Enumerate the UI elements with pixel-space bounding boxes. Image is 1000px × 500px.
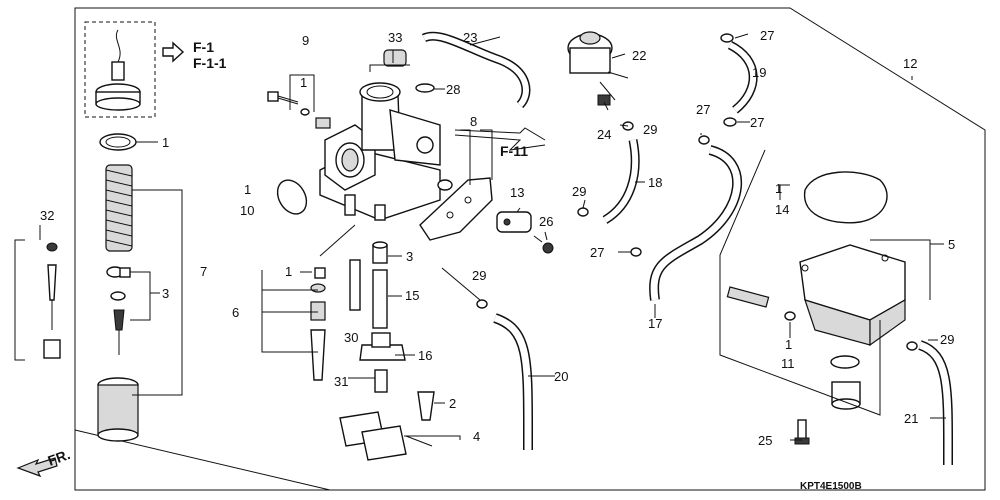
jet-needle-part xyxy=(43,242,61,359)
callout-16[interactable]: 16 xyxy=(418,348,432,363)
callout-10[interactable]: 10 xyxy=(240,203,254,218)
reference-box xyxy=(84,21,156,118)
front-label: FR. xyxy=(46,446,73,469)
callout-8[interactable]: 8 xyxy=(470,114,477,129)
callout-3[interactable]: 3 xyxy=(406,249,413,264)
callout-25[interactable]: 25 xyxy=(758,433,772,448)
leader-lines xyxy=(39,33,946,441)
hose-20-part xyxy=(493,313,534,451)
callout-11[interactable]: 11 xyxy=(781,356,795,371)
carburetor-body-part xyxy=(319,82,453,221)
connector-line xyxy=(454,134,546,151)
callout-1[interactable]: 1 xyxy=(775,181,782,196)
callout-20[interactable]: 20 xyxy=(554,369,568,384)
callout-1[interactable]: 1 xyxy=(244,182,251,197)
needle-jet-15-part xyxy=(349,259,388,329)
cap-ring-part xyxy=(99,133,137,151)
float-valve-16-part xyxy=(359,332,406,393)
hose-21-part xyxy=(918,340,954,466)
bolt-24-part xyxy=(597,94,611,106)
bracket-32 xyxy=(14,239,25,361)
callout-18[interactable]: 18 xyxy=(648,175,662,190)
cutoff-valve-22-part xyxy=(567,31,629,101)
hose-23-part xyxy=(421,31,531,109)
callout-13[interactable]: 13 xyxy=(510,185,524,200)
float-chamber-5-part xyxy=(799,244,906,347)
bracket-8-part xyxy=(419,177,493,241)
reference-arrow-icon xyxy=(162,41,185,63)
needle-clip-part xyxy=(106,266,131,355)
callout-7[interactable]: 7 xyxy=(200,264,207,279)
callout-3[interactable]: 3 xyxy=(162,286,169,301)
float-4-part xyxy=(339,411,433,461)
clip-28-part xyxy=(415,83,435,93)
callout-22[interactable]: 22 xyxy=(632,48,646,63)
callout-21[interactable]: 21 xyxy=(904,411,918,426)
drain-plug-part xyxy=(830,355,861,410)
callout-24[interactable]: 24 xyxy=(597,127,611,142)
diagram-code: KPT4E1500B xyxy=(800,481,862,492)
throttle-valve-part xyxy=(97,377,139,442)
callout-28[interactable]: 28 xyxy=(446,82,460,97)
callout-26[interactable]: 26 xyxy=(539,214,553,229)
jet-3-part xyxy=(372,241,388,264)
callout-27[interactable]: 27 xyxy=(760,28,774,43)
callout-17[interactable]: 17 xyxy=(648,316,662,331)
callout-15[interactable]: 15 xyxy=(405,288,419,303)
callout-5[interactable]: 5 xyxy=(948,237,955,252)
screw-11-part xyxy=(726,286,796,321)
callout-23[interactable]: 23 xyxy=(463,30,477,45)
gasket-14-part xyxy=(804,171,888,224)
callout-1[interactable]: 1 xyxy=(785,337,792,352)
fuel-cap-part xyxy=(95,29,141,111)
callout-6[interactable]: 6 xyxy=(232,305,239,320)
callout-1[interactable]: 1 xyxy=(300,75,307,90)
connector-line xyxy=(454,127,546,141)
callout-33[interactable]: 33 xyxy=(388,30,402,45)
callout-29[interactable]: 29 xyxy=(940,332,954,347)
jet-set-part xyxy=(310,267,326,381)
callout-12[interactable]: 12 xyxy=(903,56,917,71)
callout-9[interactable]: 9 xyxy=(302,33,309,48)
callout-1[interactable]: 1 xyxy=(285,264,292,279)
callout-31[interactable]: 31 xyxy=(334,374,348,389)
o-ring-10-part xyxy=(276,179,308,215)
callout-27[interactable]: 27 xyxy=(750,115,764,130)
ref-f1[interactable]: F-1 xyxy=(193,39,214,55)
screw-9-part xyxy=(267,91,331,129)
ref-f1-1[interactable]: F-1-1 xyxy=(193,55,227,71)
spring-part xyxy=(105,164,133,252)
callout-1[interactable]: 1 xyxy=(162,135,169,150)
callout-4[interactable]: 4 xyxy=(473,429,480,444)
ref-f11[interactable]: F-11 xyxy=(500,143,528,159)
callout-2[interactable]: 2 xyxy=(449,396,456,411)
callout-27[interactable]: 27 xyxy=(696,102,710,117)
bolt-26-part xyxy=(533,235,554,254)
callout-14[interactable]: 14 xyxy=(775,202,789,217)
clips-part xyxy=(476,33,918,351)
callout-30[interactable]: 30 xyxy=(344,330,358,345)
hose-18-part xyxy=(602,139,640,224)
callout-27[interactable]: 27 xyxy=(590,245,604,260)
hose-19-part xyxy=(727,40,758,114)
valve-2-part xyxy=(417,391,435,421)
callouts: 1 1 1 1 1 1 2 3 3 4 5 6 7 8 9 10 11 12 1… xyxy=(40,28,955,448)
callout-29[interactable]: 29 xyxy=(472,268,486,283)
callout-32[interactable]: 32 xyxy=(40,208,54,223)
callout-29[interactable]: 29 xyxy=(643,122,657,137)
clamp-13-part xyxy=(496,211,532,233)
front-arrow-icon xyxy=(16,457,58,478)
callout-19[interactable]: 19 xyxy=(752,65,766,80)
callout-29[interactable]: 29 xyxy=(572,184,586,199)
cap-33-part xyxy=(369,49,410,72)
hose-17-part xyxy=(649,145,743,301)
